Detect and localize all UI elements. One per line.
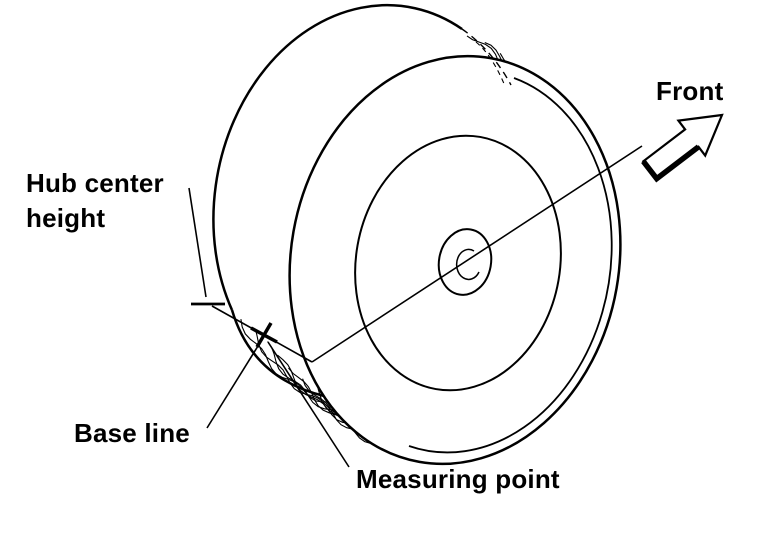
arrow-outline [641, 113, 724, 181]
tire-back-edge [212, 4, 463, 311]
base-line-label: Base line [74, 418, 190, 448]
front-label: Front [656, 76, 724, 106]
hidden-edge-dashed [461, 28, 512, 86]
hub-center-height-label: Hub center height [26, 168, 164, 234]
rim-circle [354, 134, 562, 392]
base-line-leader [206, 345, 259, 429]
reference-lines [188, 145, 643, 468]
front-arrow [641, 113, 724, 183]
measuring-point-cross [250, 322, 278, 348]
tire-outer-face [288, 54, 622, 466]
hub-circle [437, 228, 493, 296]
hub-height-leader-line [188, 187, 207, 298]
tire-bottom-edge [230, 309, 325, 398]
hidden-tread-dashed [475, 41, 506, 87]
axis-line [311, 145, 643, 363]
hub-detail [455, 248, 480, 281]
arrow-shadow-edge [641, 144, 701, 183]
tire [212, 4, 622, 466]
tire-shoulder-line [408, 77, 613, 454]
measuring-point-label: Measuring point [356, 464, 560, 494]
measuring-point-leader [267, 341, 350, 468]
